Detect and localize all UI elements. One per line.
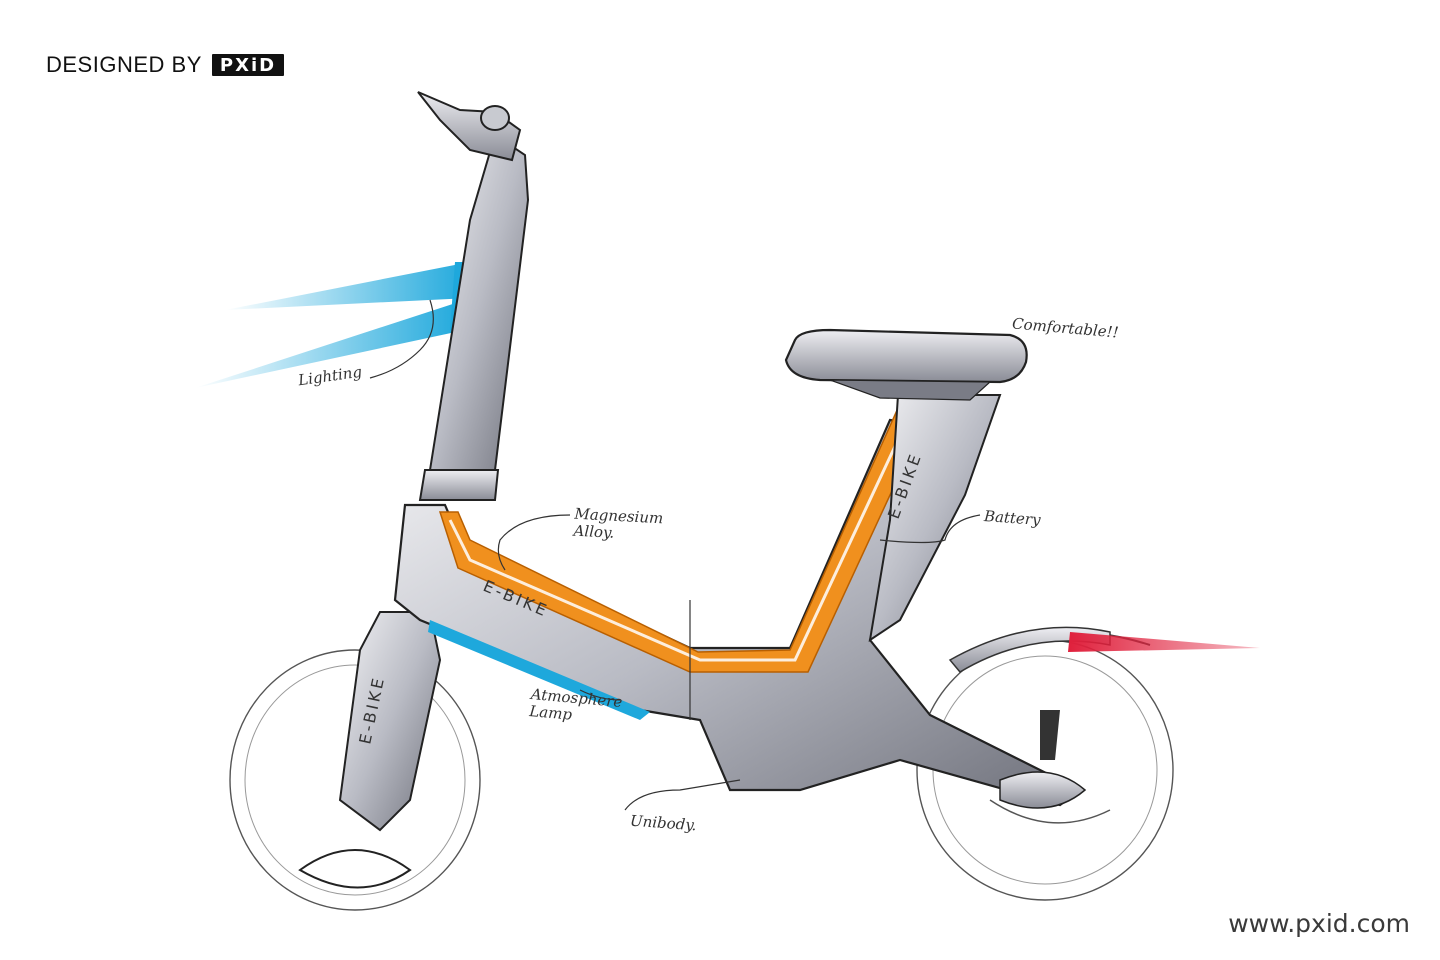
designer-credit: DESIGNED BY PXiD: [46, 52, 285, 78]
head-tube: [418, 469, 500, 501]
front-wheel: [229, 649, 481, 911]
seat-shadow: [829, 379, 992, 401]
steering-column: [428, 133, 530, 471]
seat: [784, 328, 1028, 384]
front-fork: [338, 611, 442, 832]
rear-tail-light: [1068, 632, 1260, 652]
handlebar: [417, 91, 522, 162]
note-battery: Battery: [983, 507, 1042, 529]
motor-cover: [999, 771, 1087, 809]
stripe-highlight: [448, 409, 914, 662]
pxid-logo: PXiD: [211, 54, 285, 76]
battery-pack: [868, 394, 1002, 643]
handlebar-grip: [480, 105, 510, 131]
website-url: www.pxid.com: [1228, 909, 1410, 938]
note-magnesium-alloy: Magnesium Alloy.: [573, 504, 664, 542]
rear-hub: [1040, 710, 1060, 760]
designed-by-text: DESIGNED BY: [46, 52, 202, 77]
atmosphere-lamp-strip: [428, 620, 650, 720]
annotation-leaders: [369, 299, 981, 811]
